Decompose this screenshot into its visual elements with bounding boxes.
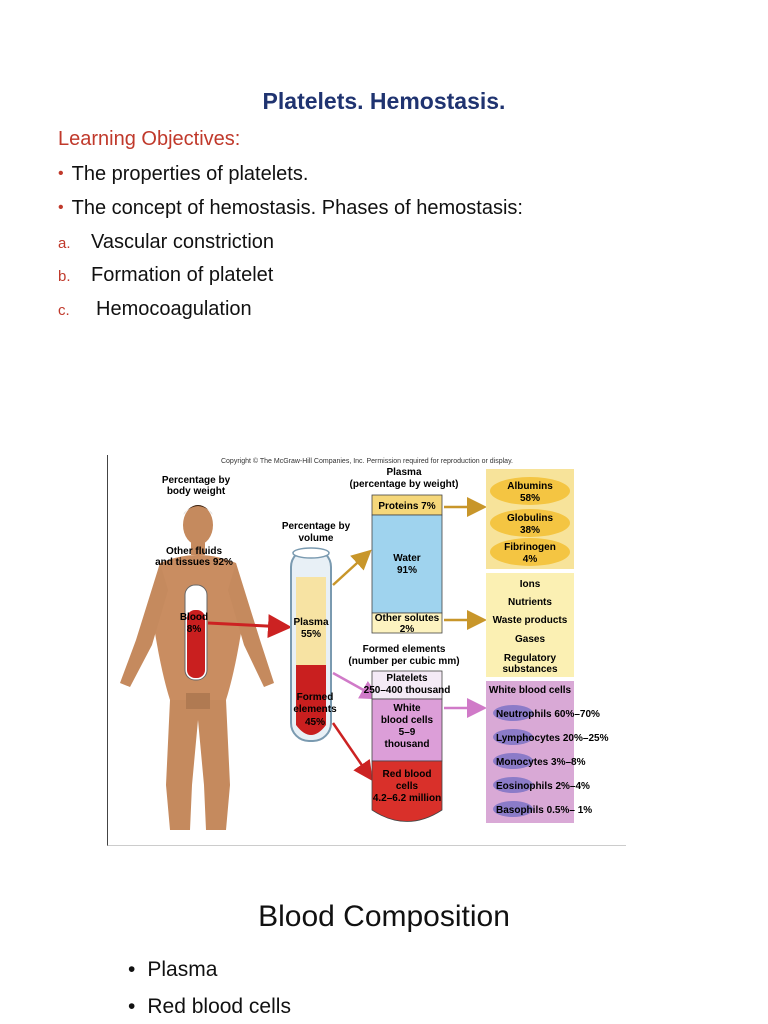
tube-formed-label: Formed bbox=[297, 692, 334, 703]
rbc-label: 4.2–6.2 million bbox=[373, 793, 441, 804]
wbc-item: Basophils 0.5%– 1% bbox=[496, 805, 592, 816]
tube-formed-label: elements bbox=[293, 704, 337, 715]
plasma-weight-label: (percentage by weight) bbox=[350, 479, 459, 490]
water-label: Water bbox=[393, 553, 421, 564]
rbc-arrow bbox=[331, 722, 373, 782]
objective-list-item: a.Vascular constriction bbox=[58, 231, 275, 253]
wbc-item: Lymphocytes 20%–25% bbox=[496, 733, 609, 744]
formed-label: Formed elements bbox=[363, 644, 446, 655]
rbc-label: Red blood bbox=[383, 769, 432, 780]
platelets-box bbox=[371, 670, 443, 700]
bullet-dot-icon: • bbox=[128, 995, 136, 1018]
other-solutes-label: Other solutes bbox=[375, 613, 440, 624]
plasma-arrow bbox=[332, 549, 372, 586]
bullet-dot-icon: • bbox=[128, 958, 136, 981]
other-fluids-label: and tissues 92% bbox=[155, 557, 233, 568]
wbc-box bbox=[371, 698, 443, 762]
wbc-types-box bbox=[486, 681, 574, 823]
wbc-label: White bbox=[393, 703, 421, 714]
blood-label: Blood bbox=[180, 612, 208, 623]
blood-composition-figure: Copyright © The McGraw-Hill Companies, I… bbox=[107, 455, 626, 846]
body-blood-fill bbox=[187, 610, 205, 678]
solute-item: Ions bbox=[520, 579, 541, 590]
wbc-label: 5–9 bbox=[399, 727, 416, 738]
volume-label: Percentage by bbox=[282, 521, 351, 532]
water-label: 91% bbox=[397, 565, 417, 576]
solute-types-box bbox=[486, 573, 574, 677]
protein-item: Globulins bbox=[507, 513, 554, 524]
protein-item: Fibrinogen bbox=[504, 542, 556, 553]
wbc-label: thousand bbox=[385, 739, 430, 750]
bullet-dot-icon: • bbox=[58, 165, 64, 182]
blood-label: 8% bbox=[187, 624, 202, 635]
objective-bullet: •The concept of hemostasis. Phases of he… bbox=[58, 197, 523, 219]
tube-plasma-label: 55% bbox=[301, 629, 321, 640]
wbc-item: Monocytes 3%–8% bbox=[496, 757, 586, 768]
protein-item: 38% bbox=[520, 525, 540, 536]
copyright-line: Copyright © The McGraw-Hill Companies, I… bbox=[221, 457, 513, 465]
solute-item: Waste products bbox=[493, 615, 568, 626]
solute-item: Regulatory bbox=[504, 653, 557, 664]
wbc-label: blood cells bbox=[381, 715, 434, 726]
solute-item: Nutrients bbox=[508, 597, 552, 608]
page-title: Platelets. Hemostasis. bbox=[262, 88, 506, 114]
other-fluids-label: Other fluids bbox=[166, 546, 223, 557]
other-solutes-box bbox=[371, 612, 443, 634]
platelets-label: 250–400 thousand bbox=[364, 685, 451, 696]
protein-item: 58% bbox=[520, 493, 540, 504]
other-solutes-label: 2% bbox=[400, 624, 415, 635]
tube-formed-label: 45% bbox=[305, 717, 325, 728]
body-weight-label: Percentage by bbox=[162, 475, 231, 486]
rbc-label: cells bbox=[396, 781, 419, 792]
platelets-label: Platelets bbox=[386, 673, 428, 684]
body-weight-label: body weight bbox=[167, 486, 226, 497]
protein-item: 4% bbox=[523, 554, 538, 565]
objective-list-item: c.Hemocoagulation bbox=[58, 298, 252, 320]
plasma-weight-label: Plasma bbox=[386, 467, 421, 478]
solute-item: substances bbox=[502, 664, 557, 675]
formed-label: (number per cubic mm) bbox=[348, 656, 459, 667]
bullet-dot-icon: • bbox=[58, 199, 64, 216]
volume-label: volume bbox=[298, 533, 333, 544]
tube-plasma-label: Plasma bbox=[293, 617, 328, 628]
solute-item: Gases bbox=[515, 634, 545, 645]
objective-list-item: b.Formation of platelet bbox=[58, 264, 274, 286]
objectives-heading: Learning Objectives: bbox=[58, 128, 241, 150]
formed-arrow bbox=[332, 671, 381, 700]
protein-item: Albumins bbox=[507, 481, 553, 492]
wbc-item: Eosinophils 2%–4% bbox=[496, 781, 590, 792]
wbc-header: White blood cells bbox=[489, 685, 572, 696]
section-title: Blood Composition bbox=[258, 900, 510, 933]
wbc-item: Neutrophils 60%–70% bbox=[496, 709, 600, 720]
composition-bullet: •Plasma bbox=[128, 958, 218, 981]
water-box bbox=[371, 514, 443, 614]
blood-to-tube-arrow bbox=[207, 614, 292, 639]
test-tube bbox=[290, 547, 332, 742]
composition-bullet: •Red blood cells bbox=[128, 995, 291, 1018]
rbc-box bbox=[371, 760, 443, 822]
proteins-label: Proteins 7% bbox=[378, 501, 435, 512]
objective-bullet: •The properties of platelets. bbox=[58, 163, 309, 185]
